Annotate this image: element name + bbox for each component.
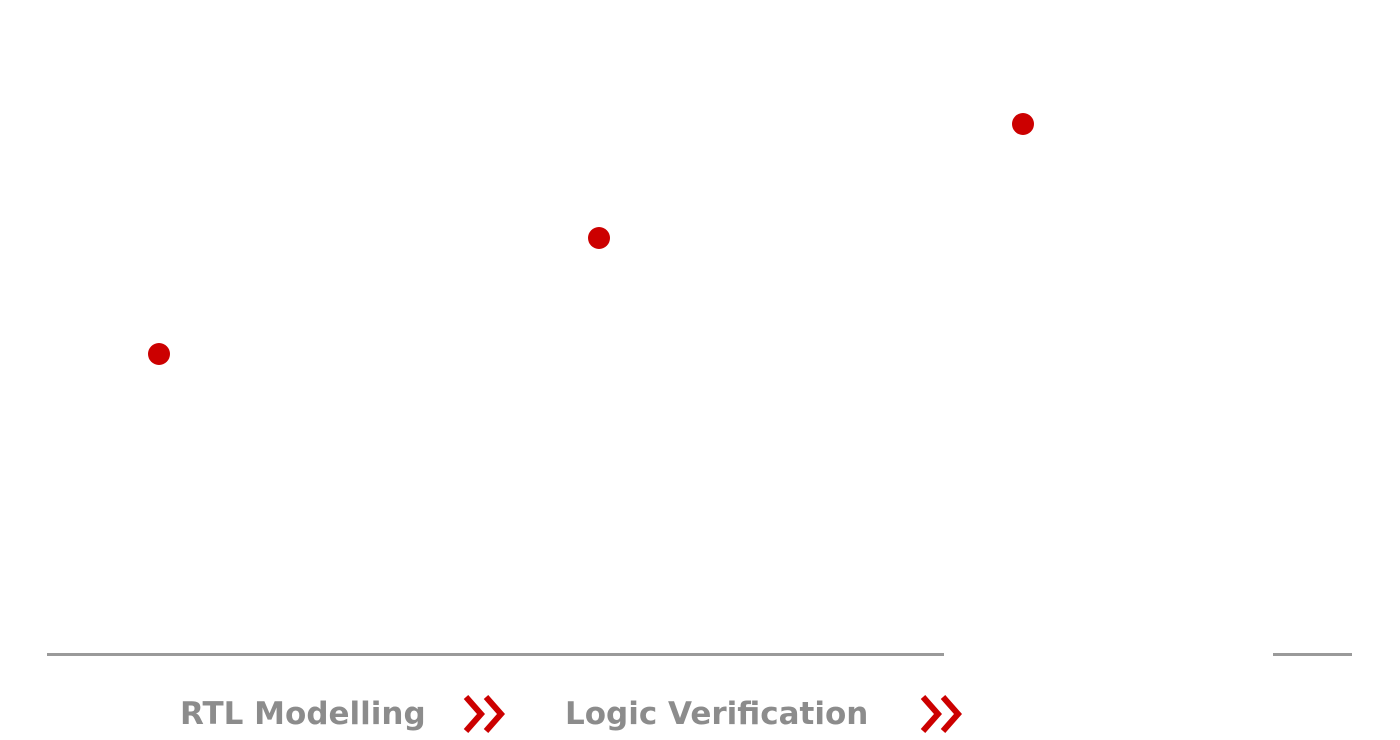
double-chevron-right-icon xyxy=(463,695,506,733)
milestone-dot-icon xyxy=(148,343,170,365)
timeline-line xyxy=(1273,653,1352,656)
milestone-dot-icon xyxy=(588,227,610,249)
milestone-dot-icon xyxy=(1012,113,1034,135)
stage-label-logic-verification: Logic Verification xyxy=(565,696,869,732)
double-chevron-right-icon xyxy=(920,695,963,733)
timeline-line xyxy=(47,653,944,656)
stage-label-rtl-modelling: RTL Modelling xyxy=(180,696,426,732)
